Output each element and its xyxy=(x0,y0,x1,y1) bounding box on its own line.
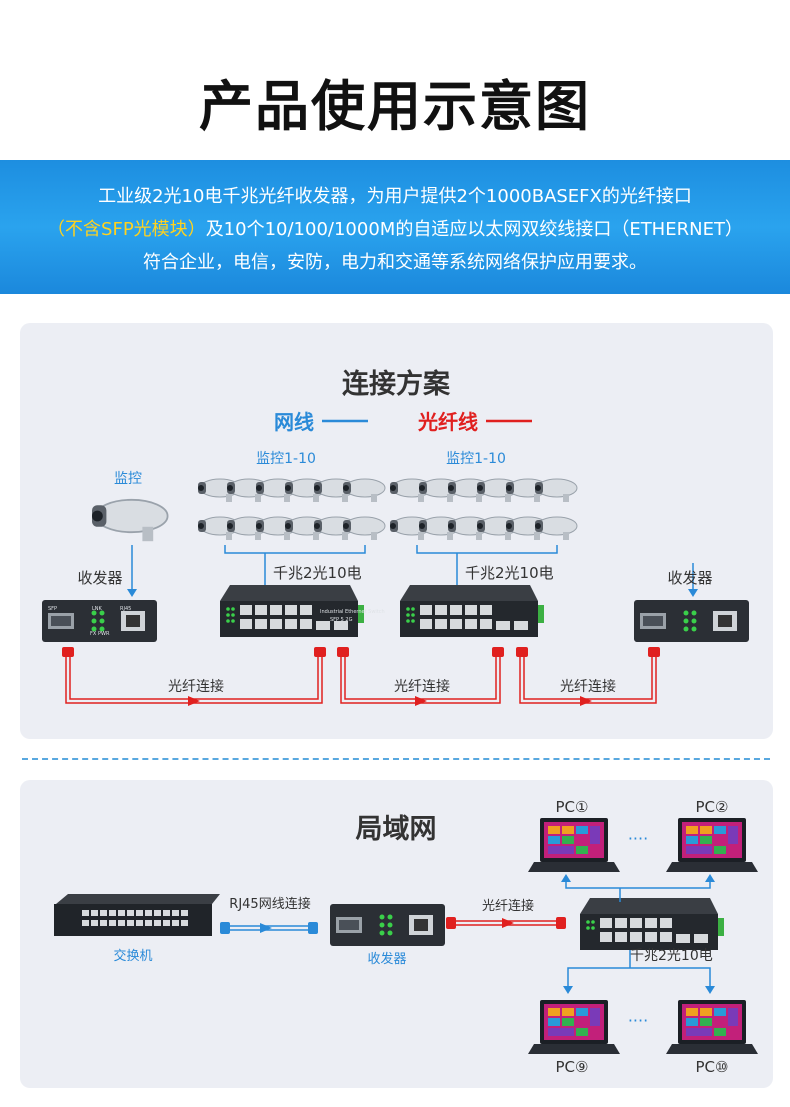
intro-highlight: （不含SFP光模块） xyxy=(47,219,206,240)
lan-transceiver xyxy=(330,904,445,946)
camera-group-b xyxy=(389,478,578,541)
camera-single xyxy=(91,498,169,543)
device-sfp-label: SFP xyxy=(48,606,57,612)
fiber-link-1: 光纤连接 xyxy=(168,678,224,695)
switch-b xyxy=(400,585,544,637)
intro-line-1: 工业级2光10电千兆光纤收发器，为用户提供2个1000BASEFX的光纤接口 xyxy=(98,186,692,207)
pc1-label: PC① xyxy=(556,798,589,816)
rack-switch xyxy=(54,894,220,936)
pc1-laptop xyxy=(528,818,620,872)
fiber-link-label: 光纤连接 xyxy=(482,898,534,914)
scheme-diagram: SFP RJ45 LNK FX PWR Industrial Ethernet … xyxy=(42,368,749,706)
rj45-link-label: RJ45网线连接 xyxy=(229,896,310,912)
section-divider xyxy=(22,758,770,760)
legend-fiber: 光纤线 xyxy=(417,410,478,434)
fiber-link-2: 光纤连接 xyxy=(394,678,450,695)
ellipsis-top: ···· xyxy=(628,829,648,848)
switch-label: 交换机 xyxy=(113,948,152,964)
intro-line-3: 符合企业，电信，安防，电力和交通等系统网络保护应用要求。 xyxy=(143,252,647,273)
fiber-link-3: 光纤连接 xyxy=(560,678,616,695)
transceiver-label: 收发器 xyxy=(367,951,406,967)
switch-a-label: 千兆2光10电 xyxy=(273,564,362,582)
page-title: 产品使用示意图 xyxy=(199,75,591,138)
device-pwr-label: PWR xyxy=(98,631,110,637)
device-lnk-label: LNK xyxy=(92,606,103,612)
intro-line-2-rest: 及10个10/100/1000M的自适应以太网双绞线接口（ETHERNET） xyxy=(205,219,743,240)
camera-group-a xyxy=(197,478,386,541)
device-fx-label: FX xyxy=(90,631,97,637)
camera-group-a-label: 监控1-10 xyxy=(256,451,316,467)
switch-b-label: 千兆2光10电 xyxy=(465,564,554,582)
scheme-panel: SFP RJ45 LNK FX PWR Industrial Ethernet … xyxy=(20,323,773,739)
intro-line-2: （不含SFP光模块）及10个10/100/1000M的自适应以太网双绞线接口（E… xyxy=(0,215,790,241)
lan-industrial-switch xyxy=(580,898,724,950)
transceiver-right xyxy=(634,600,749,642)
lan-diagram: 局域网 交换机 RJ45网线连接 收发器 光纤连接 千兆2光10电 PC① PC… xyxy=(54,798,758,1076)
camera-single-label: 监控 xyxy=(114,471,142,487)
transceiver-left-label: 收发器 xyxy=(77,569,122,587)
switch-text-a: Industrial Ethernet Switch xyxy=(320,609,385,615)
lan-title: 局域网 xyxy=(356,814,437,845)
camera-group-b-label: 监控1-10 xyxy=(446,451,506,467)
pc2-laptop xyxy=(666,818,758,872)
intro-banner: 工业级2光10电千兆光纤收发器，为用户提供2个1000BASEFX的光纤接口 （… xyxy=(0,160,790,294)
legend-cable: 网线 xyxy=(274,410,314,434)
pc10-laptop xyxy=(666,1000,758,1054)
pc9-label: PC⑨ xyxy=(556,1058,589,1076)
lan-panel: 局域网 交换机 RJ45网线连接 收发器 光纤连接 千兆2光10电 PC① PC… xyxy=(20,780,773,1088)
pc2-label: PC② xyxy=(696,798,729,816)
transceiver-right-label: 收发器 xyxy=(667,569,712,587)
pc9-laptop xyxy=(528,1000,620,1054)
industrial-switch-label: 千兆2光10电 xyxy=(630,948,713,964)
ellipsis-bottom: ···· xyxy=(628,1011,648,1030)
pc10-label: PC⑩ xyxy=(696,1058,729,1076)
scheme-title: 连接方案 xyxy=(342,368,451,400)
switch-model-a: SFP 5 2G xyxy=(330,617,353,623)
device-rj45-label: RJ45 xyxy=(120,606,131,612)
